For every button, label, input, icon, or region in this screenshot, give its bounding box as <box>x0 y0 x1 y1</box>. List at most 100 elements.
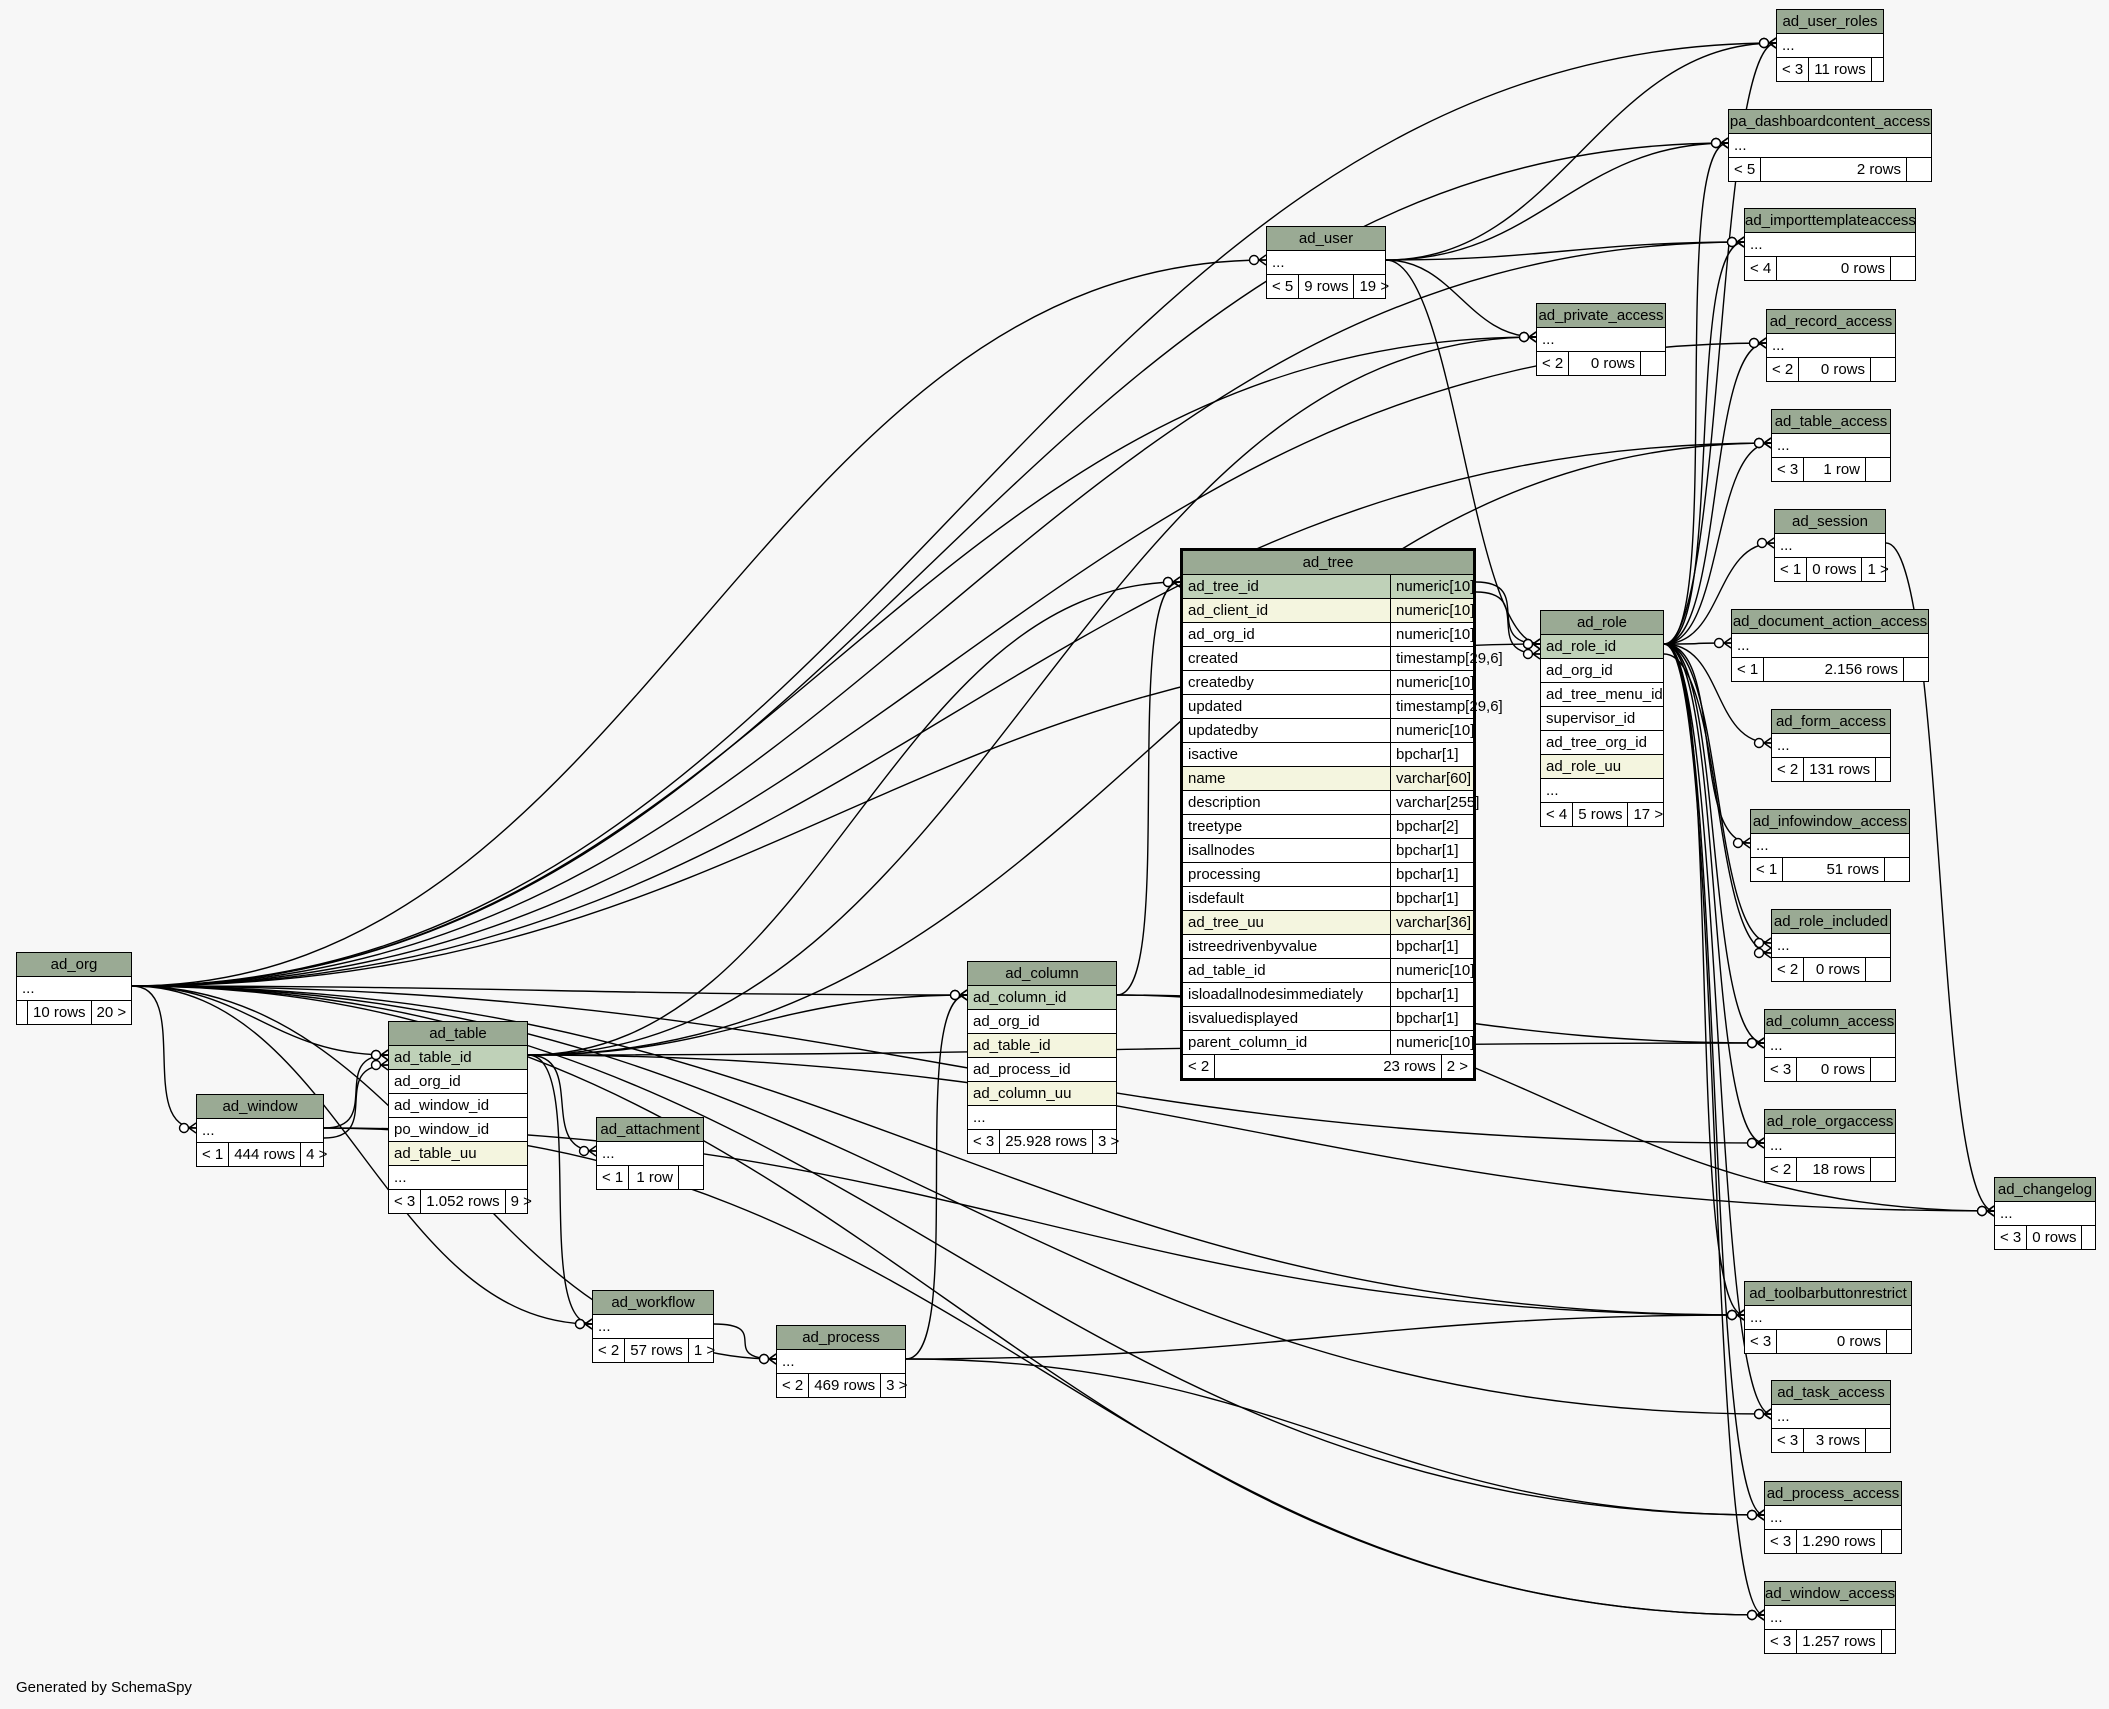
parents-count[interactable]: < 3 <box>1745 1330 1778 1353</box>
children-count[interactable] <box>1885 858 1909 881</box>
table-name[interactable]: ad_process <box>777 1326 905 1350</box>
table-name[interactable]: ad_user <box>1267 227 1385 251</box>
parents-count[interactable]: < 2 <box>1772 758 1805 781</box>
table-name[interactable]: ad_role <box>1541 611 1663 635</box>
children-count[interactable] <box>1871 1058 1895 1081</box>
children-count[interactable] <box>2082 1226 2106 1249</box>
parents-count[interactable]: < 5 <box>1729 158 1762 181</box>
children-count[interactable] <box>1871 1158 1895 1181</box>
table-name[interactable]: ad_role_included <box>1772 910 1890 934</box>
table-name[interactable]: ad_table_access <box>1772 410 1890 434</box>
children-count[interactable]: 3 > <box>886 1377 908 1394</box>
children-count[interactable] <box>1641 352 1665 375</box>
parents-count[interactable]: < 3 <box>968 1130 1001 1153</box>
children-count[interactable] <box>1866 958 1890 981</box>
children-count[interactable]: 1 > <box>693 1342 716 1359</box>
table-name[interactable]: ad_toolbarbuttonrestrict <box>1745 1282 1911 1306</box>
table-name[interactable]: ad_table <box>389 1022 527 1046</box>
table-name[interactable]: ad_window <box>197 1095 323 1119</box>
table-name[interactable]: ad_session <box>1775 510 1885 534</box>
table-name[interactable]: ad_importtemplateaccess <box>1745 209 1916 233</box>
table-name[interactable]: ad_org <box>17 953 131 977</box>
table-name[interactable]: ad_infowindow_access <box>1751 810 1909 834</box>
children-count[interactable]: 9 > <box>510 1193 532 1210</box>
parents-count[interactable]: < 2 <box>593 1339 626 1362</box>
children-count[interactable]: 3 > <box>1098 1133 1120 1150</box>
parents-count[interactable]: < 1 <box>597 1166 630 1189</box>
children-count[interactable] <box>1871 358 1895 381</box>
children-count[interactable] <box>1872 58 1896 81</box>
parents-count[interactable]: < 3 <box>389 1190 422 1213</box>
parents-count[interactable]: < 3 <box>1995 1226 2028 1249</box>
table-name[interactable]: ad_column <box>968 962 1116 986</box>
table-name[interactable]: ad_private_access <box>1537 304 1665 328</box>
parents-count[interactable]: < 3 <box>1765 1530 1798 1553</box>
table-name[interactable]: ad_column_access <box>1765 1010 1895 1034</box>
parents-count[interactable]: < 1 <box>1751 858 1784 881</box>
table-name[interactable]: ad_workflow <box>593 1291 713 1315</box>
children-count[interactable]: 1 > <box>1867 561 1889 578</box>
parents-count[interactable]: < 1 <box>197 1143 230 1166</box>
parents-count[interactable]: < 2 <box>1183 1055 1216 1078</box>
parents-count[interactable]: < 3 <box>1765 1630 1798 1653</box>
parents-count[interactable]: < 2 <box>1767 358 1800 381</box>
children-count[interactable]: 2 > <box>1446 1058 1468 1075</box>
table-name[interactable]: ad_task_access <box>1772 1381 1890 1405</box>
children-count[interactable] <box>1887 1330 1911 1353</box>
children-count[interactable] <box>1904 658 1928 681</box>
parents-count[interactable]: < 1 <box>1775 558 1808 581</box>
table-name[interactable]: pa_dashboardcontent_access <box>1729 110 1931 134</box>
children-count[interactable] <box>1882 1530 1906 1553</box>
table-name[interactable]: ad_process_access <box>1765 1482 1901 1506</box>
parents-count[interactable]: < 3 <box>1765 1058 1798 1081</box>
table-name[interactable]: ad_window_access <box>1765 1582 1895 1606</box>
children-count[interactable] <box>1882 1630 1906 1653</box>
table-name[interactable]: ad_changelog <box>1995 1178 2095 1202</box>
parents-count[interactable]: < 2 <box>1537 352 1570 375</box>
children-count[interactable] <box>679 1166 703 1189</box>
parents-count[interactable]: < 3 <box>1772 1429 1805 1452</box>
parents-count[interactable]: < 4 <box>1745 257 1778 280</box>
children-count[interactable]: 4 > <box>306 1146 328 1163</box>
children-count[interactable]: 17 > <box>1633 806 1664 823</box>
parents-count[interactable]: < 3 <box>1772 458 1805 481</box>
parents-count[interactable]: < 3 <box>1777 58 1810 81</box>
table-name[interactable]: ad_attachment <box>597 1118 703 1142</box>
table-name[interactable]: ad_role_orgaccess <box>1765 1110 1895 1134</box>
children-count[interactable] <box>1876 758 1900 781</box>
parents-count[interactable]: < 2 <box>1772 958 1805 981</box>
parents-count[interactable]: < 4 <box>1541 803 1574 826</box>
children-count[interactable] <box>1907 158 1931 181</box>
table-name[interactable]: ad_record_access <box>1767 310 1895 334</box>
table-name[interactable]: ad_form_access <box>1772 710 1890 734</box>
children-count[interactable] <box>1866 458 1890 481</box>
children-count[interactable] <box>1866 1429 1890 1452</box>
table-name[interactable]: ad_user_roles <box>1777 10 1883 34</box>
parents-count[interactable]: < 5 <box>1267 275 1300 298</box>
children-count[interactable]: 19 > <box>1359 278 1390 295</box>
